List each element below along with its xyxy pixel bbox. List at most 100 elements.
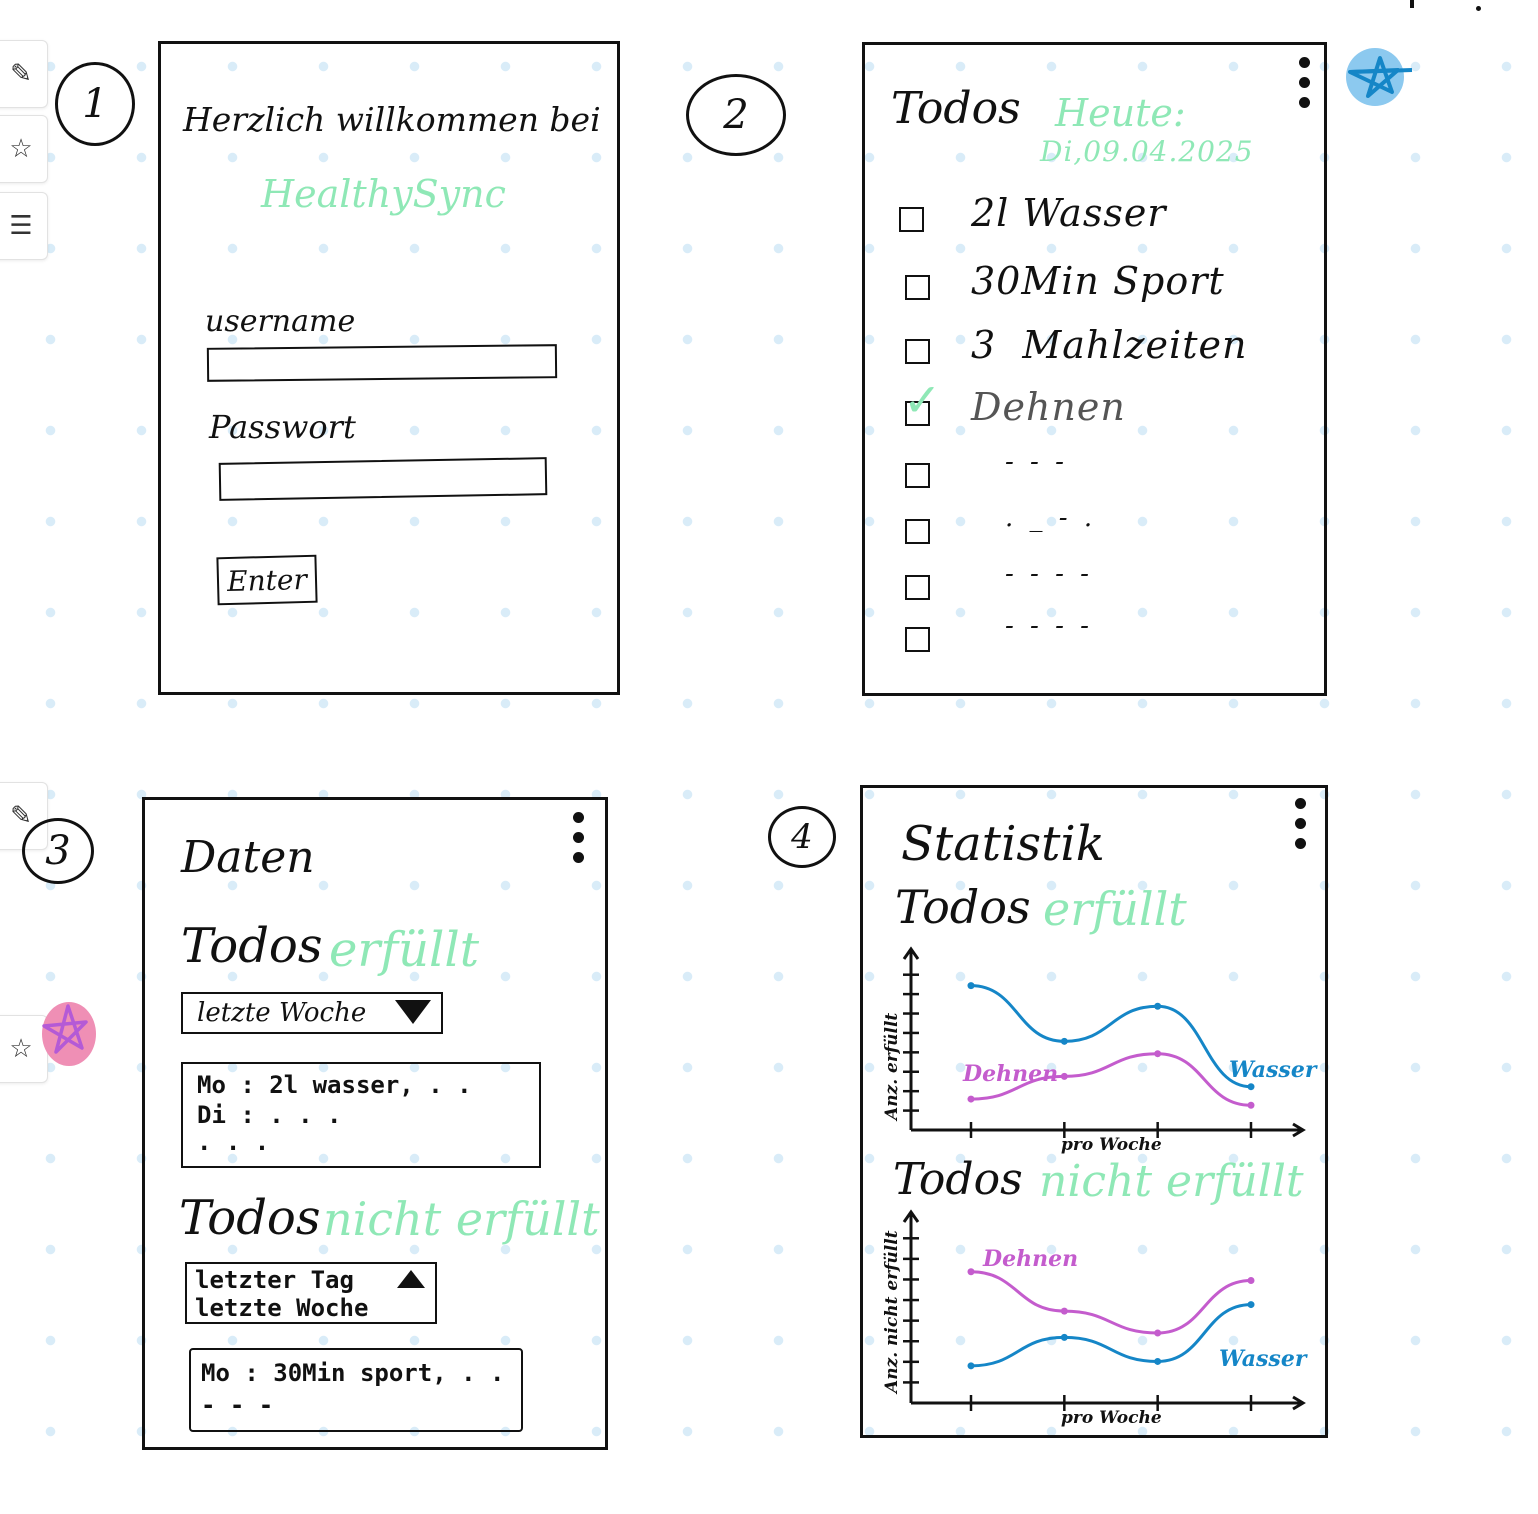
dropdown-arrow-down-icon [395,1000,431,1024]
section-fulfilled-title: Todos [181,918,323,974]
data-point-wasser [967,1362,975,1370]
scroll-dot [1476,6,1481,11]
today-date: Di,09.04.2025 [1040,135,1254,168]
favorite-star-blue-icon[interactable] [1346,48,1413,106]
dropdown-arrow-up-icon [397,1270,425,1288]
fulfilled-row-2: . . . [197,1128,270,1156]
fulfilled-row-1: Di : . . . [197,1101,342,1129]
y-axis-arrow-icon [902,946,920,960]
statistics-screen-frame: Statistik Todos erfüllt Todos nicht erfü… [860,785,1328,1438]
welcome-title: Herzlich willkommen bei [183,100,601,139]
chart2-heading: Todos [893,1154,1023,1205]
data-point-wasser [1060,1037,1068,1045]
x-axis-label: pro Woche [1061,1135,1162,1155]
fulfilled-list-box: Mo : 2l wasser, . . Di : . . . . . . [181,1062,541,1168]
y-axis-label: Anz. nicht erfüllt [882,1230,902,1395]
y-axis-arrow-icon [902,1209,920,1223]
data-point-dehnen [1154,1050,1162,1058]
data-point-wasser [1247,1301,1255,1309]
todo-checkbox[interactable] [905,401,930,426]
star-icon: ☆ [9,134,33,164]
todo-checkbox[interactable] [905,463,930,488]
more-menu-icon-3[interactable] [573,812,587,872]
todo-label: . _ - . [1005,503,1097,533]
todo-checkbox[interactable] [905,519,930,544]
edit-icon: ✎ [10,801,32,831]
series-line-wasser [970,984,1252,1089]
todo-checkbox[interactable] [905,575,930,600]
todo-checkbox[interactable] [905,627,930,652]
step-number-2: 2 [686,74,786,156]
sidebar-star-button-2[interactable]: ☆ [0,1015,48,1083]
data-point-dehnen [967,1095,975,1103]
scroll-mark [1410,0,1414,8]
sidebar-star-button[interactable]: ☆ [0,115,48,183]
period-dropdown-1[interactable]: letzte Woche [181,992,443,1034]
data-point-wasser [1154,1002,1162,1010]
step-number-3: 3 [22,818,94,884]
data-point-wasser [967,982,975,990]
series-label-dehnen: Dehnen [962,1061,1058,1087]
todo-checkbox[interactable] [905,275,930,300]
username-input[interactable] [206,344,558,382]
more-menu-icon[interactable] [1299,57,1313,117]
todo-label: 3 Mahlzeiten [971,323,1248,367]
sidebar-edit-button[interactable]: ✎ [0,40,48,108]
data-point-dehnen [1154,1329,1162,1337]
todo-label: - - - - [1005,559,1093,589]
login-screen-frame: Herzlich willkommen bei HealthySync user… [158,41,620,695]
edit-icon: ✎ [10,59,32,89]
data-point-dehnen [1060,1072,1068,1080]
period-dropdown-2-open[interactable]: letzter Tag letzte Woche [185,1262,437,1324]
period-dropdown-value: letzte Woche [197,998,367,1028]
todo-checkbox[interactable] [905,339,930,364]
data-point-dehnen [1247,1277,1255,1284]
username-label: username [205,304,356,339]
favorite-star-pink-icon[interactable] [42,1002,96,1066]
step-number-4: 4 [768,806,836,868]
data-point-wasser [1154,1357,1162,1365]
app-name: HealthySync [261,172,506,216]
step-number-1: 1 [55,62,135,146]
x-axis-label: pro Woche [1061,1408,1162,1428]
data-point-wasser [1060,1333,1068,1341]
todo-label: - - - - [1005,611,1093,641]
todos-title: Todos [891,83,1021,134]
dropdown-option-0[interactable]: letzter Tag [195,1266,354,1294]
data-screen-frame: Daten Todos erfüllt letzte Woche Mo : 2l… [142,797,608,1450]
sidebar-list-button[interactable]: ☰ [0,192,48,260]
section-unfulfilled-status: nicht erfüllt [323,1192,600,1246]
x-axis-arrow-icon [1292,1395,1306,1411]
unfulfilled-row-0: Mo : 30Min sport, . . [201,1359,505,1387]
checkmark-icon: ✓ [903,373,942,427]
x-axis-arrow-icon [1292,1122,1306,1138]
chart1-status: erfüllt [1043,882,1187,936]
star-icon: ☆ [9,1034,33,1064]
series-label-wasser: Wasser [1219,1346,1308,1372]
todo-label: 30Min Sport [971,259,1225,303]
data-title: Daten [181,832,315,883]
password-input[interactable] [218,457,548,501]
statistics-title: Statistik [901,816,1105,872]
list-icon: ☰ [9,211,33,241]
data-point-wasser [1247,1083,1255,1091]
y-axis-label: Anz. erfüllt [882,1013,902,1122]
password-label: Passwort [209,408,356,446]
chart1-heading: Todos [895,880,1031,934]
chart2-status: nicht erfüllt [1039,1156,1304,1207]
series-line-dehnen [970,1052,1252,1107]
data-point-dehnen [1060,1307,1068,1315]
series-line-dehnen [970,1270,1252,1335]
unfulfilled-list-box: Mo : 30Min sport, . . - - - [189,1348,523,1432]
todo-label: 2l Wasser [971,191,1167,235]
dropdown-option-1[interactable]: letzte Woche [195,1294,369,1322]
more-menu-icon-4[interactable] [1295,798,1309,858]
series-line-wasser [970,1303,1252,1368]
enter-button[interactable]: Enter [216,554,318,606]
section-fulfilled-status: erfüllt [329,922,480,978]
section-unfulfilled-title: Todos [179,1190,321,1246]
todo-checkbox[interactable] [899,207,924,232]
